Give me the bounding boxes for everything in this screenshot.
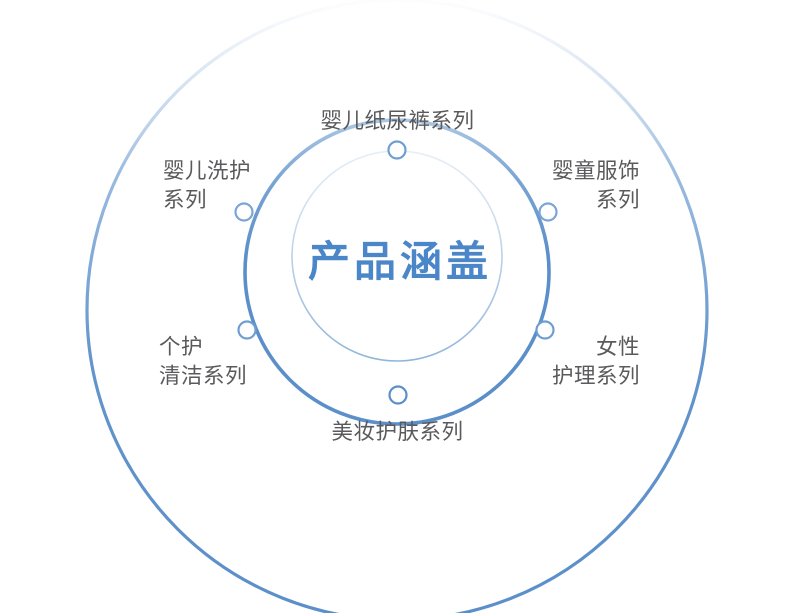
node-marker-bottom-right[interactable] <box>535 320 555 340</box>
label-feminine-care: 女性 护理系列 <box>551 335 640 388</box>
label-baby-diapers: 婴儿纸尿裤系列 <box>320 109 475 133</box>
node-marker-bottom[interactable] <box>388 385 408 405</box>
node-marker-top-right[interactable] <box>538 202 558 222</box>
label-baby-apparel: 婴童服饰 系列 <box>551 159 640 212</box>
outer-ring <box>85 0 709 613</box>
middle-ring <box>243 118 551 426</box>
label-baby-bath-care: 婴儿洗护 系列 <box>163 159 252 212</box>
center-title: 产品涵盖 <box>307 238 492 285</box>
node-marker-top[interactable] <box>387 140 407 160</box>
label-personal-cleaning: 个护 清洁系列 <box>159 335 248 388</box>
node-marker-bottom-left[interactable] <box>237 320 257 340</box>
node-marker-top-left[interactable] <box>234 202 254 222</box>
label-beauty-skincare: 美妆护肤系列 <box>331 420 464 444</box>
